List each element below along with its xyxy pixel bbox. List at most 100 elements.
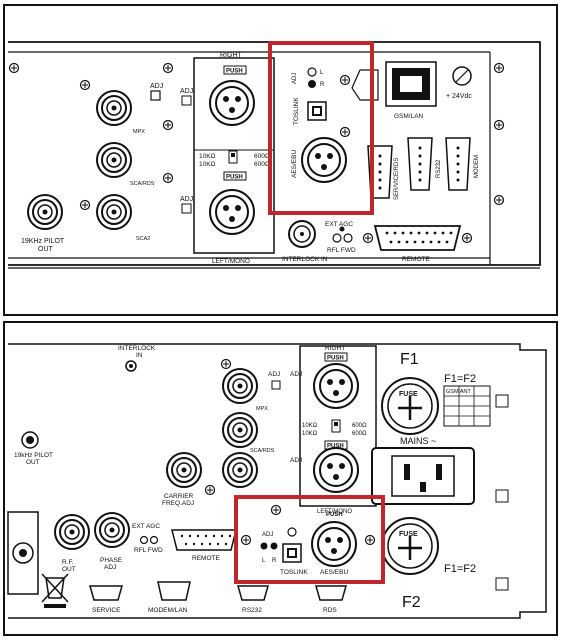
imp-label-3: 600Ω (254, 153, 270, 160)
adj-label-2: ADJ (180, 88, 193, 95)
left-xlr[interactable] (209, 189, 255, 235)
weee-icon (41, 573, 69, 608)
sca2-bnc[interactable] (96, 194, 132, 230)
aes-ebu-xlr[interactable] (301, 137, 347, 183)
adj-bottom-label-2: ADJ (290, 371, 302, 378)
rs232-bottom-label: RS232 (242, 607, 262, 614)
imp-bottom-label-4: 600Ω (352, 431, 367, 437)
mpx-adj-trimmer[interactable] (150, 90, 161, 101)
modem-dsub[interactable] (445, 137, 471, 191)
xlr-block-bottom (299, 345, 377, 507)
fuse-label-1: FUSE (399, 391, 418, 398)
rf-out-bnc[interactable] (54, 514, 90, 550)
adj-label-1: ADJ (150, 83, 163, 90)
sca-rds-bnc-bottom[interactable] (222, 412, 258, 448)
freq-adj-label: FREQ.ADJ (162, 500, 194, 507)
imp-bottom-label-1: 10KΩ (302, 423, 318, 429)
push-label-2: PUSH (226, 175, 243, 181)
rfl-fwd-label: RFL FWD (327, 247, 356, 254)
aes-ebu-bottom-label: AES/EBU (320, 569, 348, 576)
right-label: RIGHT (220, 52, 243, 59)
remote-label: REMOTE (402, 256, 430, 263)
bottom-highlight-box (234, 495, 385, 584)
mains-label: MAINS ~ (400, 436, 436, 446)
pilot-label: 19KHz PILOT (21, 238, 65, 245)
sca-rds-bnc[interactable] (96, 142, 132, 178)
phase-adj-label: ADJ (104, 564, 116, 571)
sca-rds-label: SCA/RDS (130, 181, 155, 187)
sca2-bnc-bottom[interactable] (222, 452, 258, 488)
rfl-fwd-bottom-label: RFL FWD (134, 547, 163, 554)
mpx-label: MPX (133, 129, 145, 135)
imp-bottom-label-2: 10KΩ (302, 431, 318, 437)
top-panel: ADJ MPX SCA/RDS SCA2 19KHz PILOT OUT RIG… (3, 4, 558, 316)
right-xlr-bottom[interactable] (313, 363, 359, 409)
imp-label-2: 10KΩ (199, 161, 216, 168)
rf-out-label-2: OUT (62, 566, 76, 573)
xlr-block (193, 57, 275, 254)
rf-out-label: R.F. (62, 559, 74, 566)
adj-bottom-label-1: ADJ (268, 371, 280, 378)
mpx-bnc-bottom[interactable] (222, 368, 258, 404)
pilot-out-label: OUT (38, 246, 54, 253)
fuse-label-2: FUSE (399, 531, 418, 538)
modem-lan-dsub[interactable] (157, 581, 191, 601)
imp-label-1: 10KΩ (199, 153, 216, 160)
remote-bottom-dsub[interactable] (171, 529, 237, 551)
right-xlr[interactable] (209, 80, 255, 126)
rs232-bottom-dsub[interactable] (237, 585, 269, 601)
f1-label: F1 (400, 351, 419, 368)
aes-ebu-label: AES/EBU (291, 150, 298, 178)
carrier-label: CARRIER (164, 493, 194, 500)
aes-ebu-bottom-xlr[interactable] (311, 521, 357, 567)
l-bottom-label: L (262, 558, 266, 564)
gsm-ant-grid (443, 385, 491, 427)
mpx-bottom-label: MPX (256, 406, 268, 412)
interlock-in-label: IN (136, 352, 143, 359)
pilot-bottom-out-label: OUT (26, 459, 40, 466)
fwd-jack[interactable] (343, 233, 353, 243)
f1f2-bottom-label: F1=F2 (444, 563, 476, 575)
modem-label: MODEM (474, 155, 480, 178)
left-xlr-bottom[interactable] (313, 447, 359, 493)
phase-bnc[interactable] (94, 512, 130, 548)
adj-label-3: ADJ (180, 196, 193, 203)
l-label: L (320, 70, 324, 76)
ser-rds-label: SER/VICE/RDS (394, 158, 400, 200)
rs232-label: RS232 (436, 159, 442, 178)
r-bottom-label: R (272, 558, 277, 564)
mpx-bnc[interactable] (96, 90, 132, 126)
rfl-jack[interactable] (332, 233, 342, 243)
left-mono-label: LEFT/MONO (212, 258, 250, 265)
rds-dsub[interactable] (315, 585, 347, 601)
bottom-panel: INTERLOCK IN ADJ MPX SCA/RDS CARRIER FRE… (3, 321, 558, 636)
pilot-bottom-label: 19kHz PILOT (14, 452, 53, 459)
adj-bottom-label-3: ADJ (290, 457, 302, 464)
sca2-label: SCA2 (136, 236, 150, 242)
right-bottom-label: RIGHT (325, 345, 345, 352)
phase-label: PHASE (100, 557, 123, 564)
top-highlight-box (268, 41, 374, 215)
left-mono-bottom-label: LEFT/MONO (317, 509, 352, 515)
remote-bottom-label: REMOTE (192, 555, 220, 562)
toslink-label: TOSLINK (293, 97, 300, 125)
f2-label: F2 (402, 594, 421, 611)
push-bottom-label-1: PUSH (327, 356, 344, 362)
pilot-bnc[interactable] (27, 194, 63, 230)
adj-small-label: ADJ (292, 73, 298, 84)
vdc-label: + 24Vdc (446, 93, 472, 100)
gsm-ant-label: GSM ANT (446, 389, 471, 395)
r-label: R (320, 82, 325, 88)
service-dsub[interactable] (89, 585, 123, 601)
imp-label-4: 600Ω (254, 161, 270, 168)
rs232-dsub[interactable] (407, 137, 433, 191)
service-label: SERVICE (92, 607, 121, 614)
sca-rds-bottom-label: SCA/RDS (250, 448, 275, 454)
push-bottom-label-2: PUSH (327, 444, 344, 450)
remote-dsub[interactable] (373, 225, 462, 251)
f1f2-top-label: F1=F2 (444, 373, 476, 385)
imp-bottom-label-3: 600Ω (352, 423, 367, 429)
adj-small-bottom-label: ADJ (262, 532, 273, 538)
carrier-bnc[interactable] (166, 452, 202, 488)
